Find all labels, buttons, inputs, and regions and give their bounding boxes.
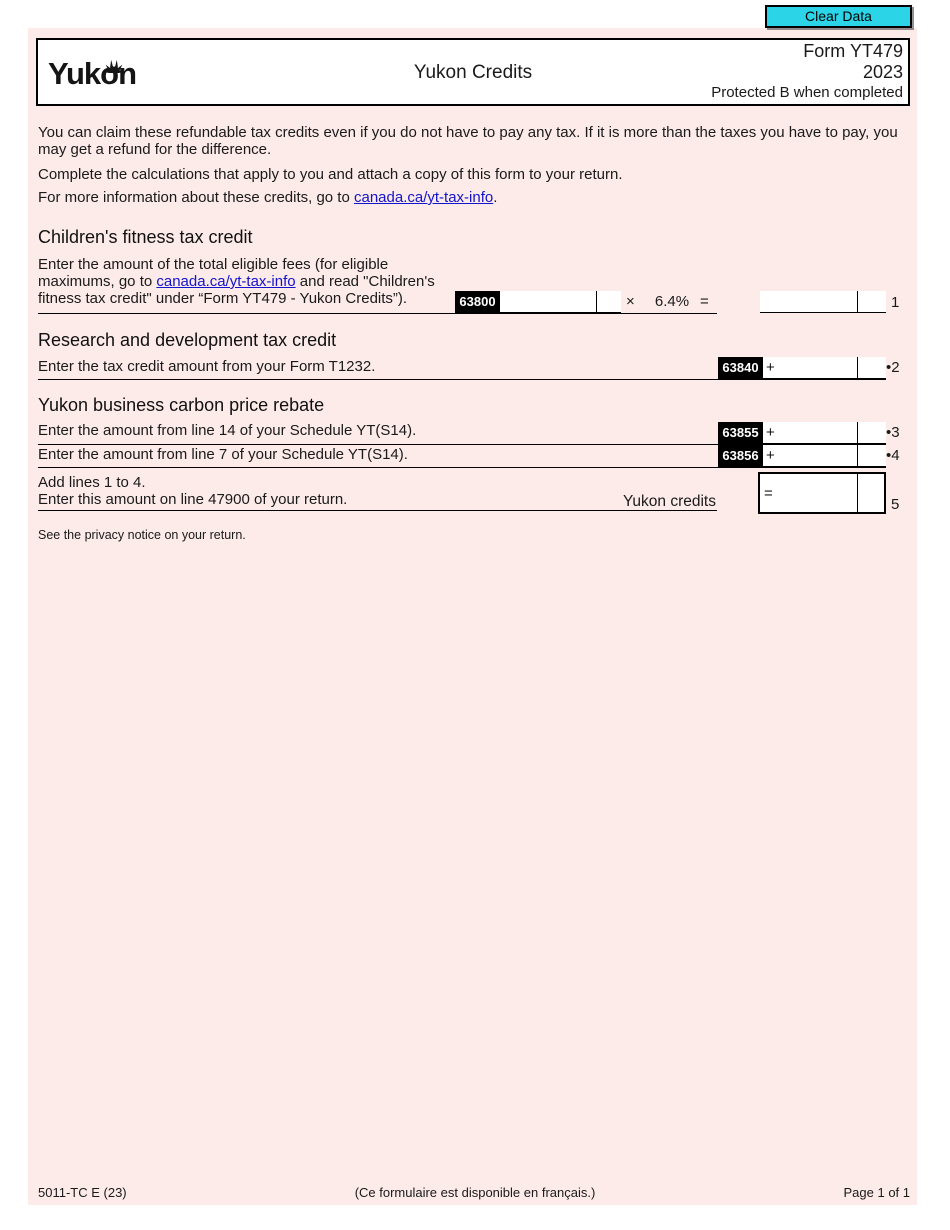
line5-cents-input[interactable] <box>858 474 884 512</box>
yukon-credits-label: Yukon credits <box>622 493 716 510</box>
line-number-3: •3 <box>886 424 900 441</box>
plus-sign-row2: + <box>766 359 775 376</box>
field-code-63855: 63855 <box>718 422 763 444</box>
line3-cents-input[interactable] <box>858 422 886 443</box>
section-heading-carbon: Yukon business carbon price rebate <box>38 395 325 415</box>
intro-paragraph-2: Complete the calculations that apply to … <box>38 166 623 183</box>
field-code-63800: 63800 <box>455 291 500 313</box>
protected-label: Protected B when completed <box>711 84 903 101</box>
form-header: Yukon Yukon Credits Form YT479 2023 Prot… <box>36 38 910 106</box>
bullet-3: • <box>886 424 892 441</box>
line-number-1: 1 <box>891 294 900 311</box>
line1-amount-field <box>760 291 886 313</box>
fitness-fees-dollars-input[interactable] <box>500 291 596 312</box>
line-4-num: 4 <box>891 447 900 464</box>
yt-tax-info-link-2[interactable]: canada.ca/yt-tax-info <box>156 273 296 290</box>
line2-amount-field: + <box>763 357 886 379</box>
carbon-row4-label: Enter the amount from line 7 of your Sch… <box>38 446 408 463</box>
line-2-num: 2 <box>891 359 900 376</box>
footer-page-number: Page 1 of 1 <box>843 1185 911 1200</box>
line-number-5: 5 <box>891 496 900 513</box>
line1-cents-input[interactable] <box>858 291 886 312</box>
intro-paragraph-1: You can claim these refundable tax credi… <box>38 124 898 158</box>
line-3-num: 3 <box>891 424 900 441</box>
fitness-rate: 6.4% <box>654 293 690 310</box>
yukon-logo: Yukon <box>48 56 137 92</box>
cents-divider <box>857 422 858 443</box>
cents-divider <box>857 291 858 312</box>
footer-form-code: 5011-TC E (23) <box>38 1185 127 1200</box>
fitness-label-line3: fitness tax credit" under “Form YT479 - … <box>38 290 408 307</box>
bullet-2: • <box>886 359 892 376</box>
line4-dollars-input[interactable] <box>774 445 857 466</box>
field-code-63856: 63856 <box>718 445 763 467</box>
yt-tax-info-link[interactable]: canada.ca/yt-tax-info <box>354 189 494 206</box>
line1-dollars-input[interactable] <box>760 291 857 312</box>
field-code-63840: 63840 <box>718 357 763 379</box>
row5-underline <box>38 510 717 511</box>
line3-amount-field: + <box>763 422 886 444</box>
fitness-label-line2: maximums, go to canada.ca/yt-tax-info an… <box>38 273 468 290</box>
cents-divider <box>857 357 858 378</box>
line2-cents-input[interactable] <box>858 357 886 378</box>
line4-cents-input[interactable] <box>858 445 886 466</box>
rd-label: Enter the tax credit amount from your Fo… <box>38 358 376 375</box>
form-year: 2023 <box>862 62 903 82</box>
cents-divider <box>857 445 858 466</box>
fitness-fees-field <box>500 291 621 313</box>
total-label-line2: Enter this amount on line 47900 of your … <box>38 491 348 508</box>
yukon-logo-text: Yukon <box>48 56 137 91</box>
plus-sign-row3: + <box>766 424 775 441</box>
total-label-line1: Add lines 1 to 4. <box>38 474 146 491</box>
fitness-l2-prefix: maximums, go to <box>38 273 157 290</box>
line4-amount-field: + <box>763 445 886 467</box>
clear-data-button[interactable]: Clear Data <box>765 5 912 28</box>
row4-underline <box>38 467 886 468</box>
row3-underline <box>38 444 886 445</box>
cents-divider <box>596 291 597 312</box>
line3-dollars-input[interactable] <box>774 422 857 443</box>
intro-paragraph-3: For more information about these credits… <box>38 189 914 206</box>
multiply-sign: × <box>626 293 635 310</box>
intro-p3-suffix: . <box>493 189 498 206</box>
line-number-4: •4 <box>886 447 900 464</box>
fitness-l2-suffix: and read "Children's <box>295 273 435 290</box>
plus-sign-row4: + <box>766 447 775 464</box>
row1-underline <box>38 313 717 314</box>
form-number: Form YT479 <box>803 41 903 61</box>
fitness-label-line1: Enter the amount of the total eligible f… <box>38 256 389 273</box>
form-meta: Form YT479 2023 Protected B when complet… <box>711 41 903 103</box>
section-heading-rd: Research and development tax credit <box>38 330 337 350</box>
form-background <box>28 28 917 1205</box>
section-heading-fitness: Children's fitness tax credit <box>38 227 253 247</box>
row2-underline <box>38 379 886 380</box>
equals-sign-row5: = <box>764 484 773 502</box>
footer-french-note: (Ce formulaire est disponible en françai… <box>354 1185 596 1200</box>
privacy-note: See the privacy notice on your return. <box>38 528 246 542</box>
fitness-fees-cents-input[interactable] <box>597 291 621 312</box>
line5-total-field: = <box>758 472 886 514</box>
cents-divider <box>857 474 858 512</box>
sunburst-icon <box>101 45 127 81</box>
line5-dollars-input[interactable] <box>772 474 857 512</box>
equals-sign-row1: = <box>700 293 709 310</box>
intro-p3-prefix: For more information about these credits… <box>38 189 354 206</box>
line-number-2: •2 <box>886 359 900 376</box>
line2-dollars-input[interactable] <box>774 357 857 378</box>
form-title: Yukon Credits <box>413 62 533 83</box>
carbon-row3-label: Enter the amount from line 14 of your Sc… <box>38 422 417 439</box>
bullet-4: • <box>886 447 892 464</box>
